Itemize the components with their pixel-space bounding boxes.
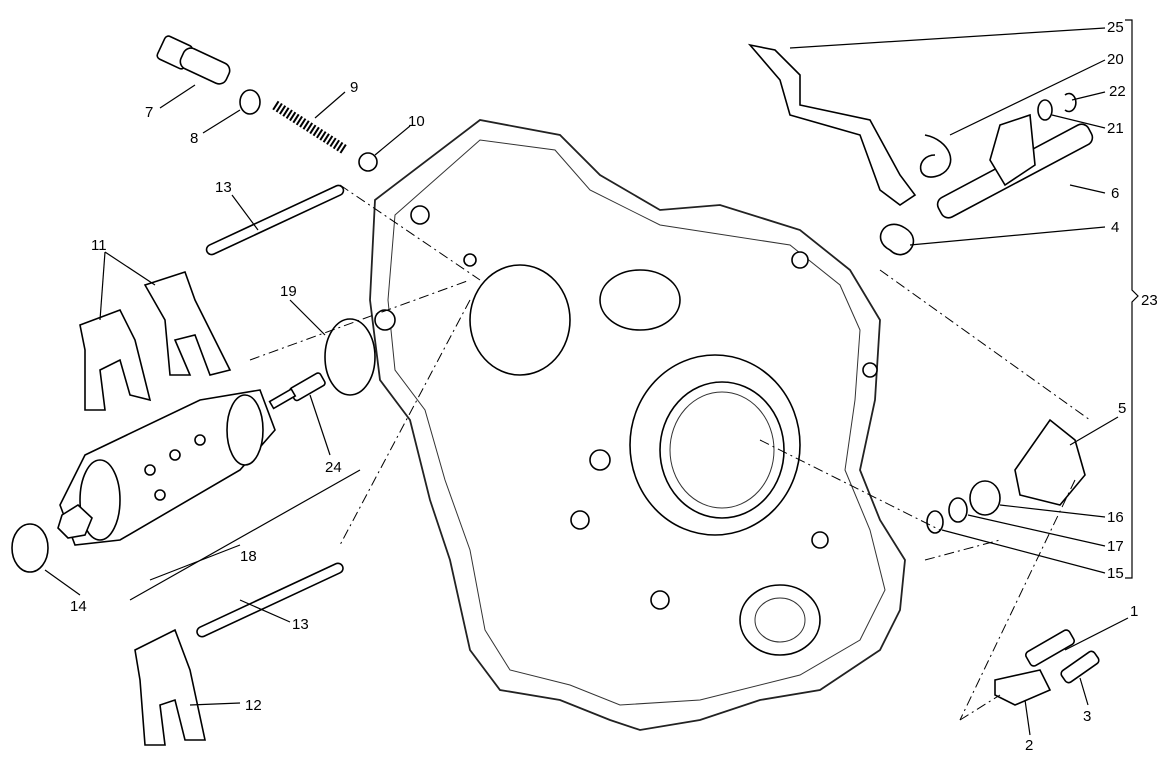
plate-25 — [747, 43, 917, 206]
label-5: 5 — [1118, 400, 1126, 417]
label-19: 19 — [280, 283, 297, 300]
fork-11 — [79, 270, 232, 411]
leader-lines — [44, 19, 1139, 736]
washer-8 — [239, 89, 261, 115]
label-13-bottom: 13 — [292, 616, 309, 633]
shift-shaft-6 — [936, 113, 1094, 219]
circlip-15 — [926, 510, 944, 534]
center-lines — [249, 184, 1091, 721]
label-8: 8 — [190, 130, 198, 147]
seal-16 — [969, 480, 1001, 516]
washer-21 — [1037, 99, 1053, 121]
label-22: 22 — [1109, 83, 1126, 100]
label-1: 1 — [1130, 603, 1138, 620]
label-23: 23 — [1141, 292, 1158, 309]
spring-20 — [919, 134, 952, 178]
label-25: 25 — [1107, 19, 1124, 36]
label-18: 18 — [240, 548, 257, 565]
label-24: 24 — [325, 459, 342, 476]
label-14: 14 — [70, 598, 87, 615]
selector-drum — [57, 389, 276, 546]
o-ring-19 — [324, 318, 376, 396]
spring-9 — [272, 100, 348, 155]
label-2: 2 — [1025, 737, 1033, 754]
spring-4 — [879, 223, 915, 256]
shaft-13-top — [205, 184, 345, 256]
label-3: 3 — [1083, 708, 1091, 725]
label-11: 11 — [91, 237, 107, 254]
label-4: 4 — [1111, 219, 1119, 236]
ball-10 — [358, 152, 378, 172]
label-15: 15 — [1107, 565, 1124, 582]
washer-17 — [948, 497, 968, 523]
label-9: 9 — [350, 79, 358, 96]
crankcase-half — [369, 119, 906, 731]
label-6: 6 — [1111, 185, 1119, 202]
label-7: 7 — [145, 104, 153, 121]
screw-24 — [268, 372, 326, 410]
label-12: 12 — [245, 697, 262, 714]
circlip-22 — [1064, 92, 1077, 113]
label-21: 21 — [1107, 120, 1124, 137]
part-labels: 7 8 9 10 13 11 19 24 18 14 13 12 25 20 2… — [70, 19, 1158, 754]
bolt-3 — [1060, 650, 1100, 684]
bolt-7 — [156, 35, 231, 85]
circlip-14 — [11, 523, 49, 573]
label-20: 20 — [1107, 51, 1124, 68]
bolt-1 — [1025, 629, 1075, 667]
fork-12 — [134, 628, 206, 746]
label-16: 16 — [1107, 509, 1124, 526]
plate-5 — [1014, 418, 1086, 506]
label-17: 17 — [1107, 538, 1124, 555]
shaft-13-bottom — [196, 562, 344, 638]
plate-2 — [994, 669, 1052, 706]
label-10: 10 — [408, 113, 425, 130]
label-13-top: 13 — [215, 179, 232, 196]
